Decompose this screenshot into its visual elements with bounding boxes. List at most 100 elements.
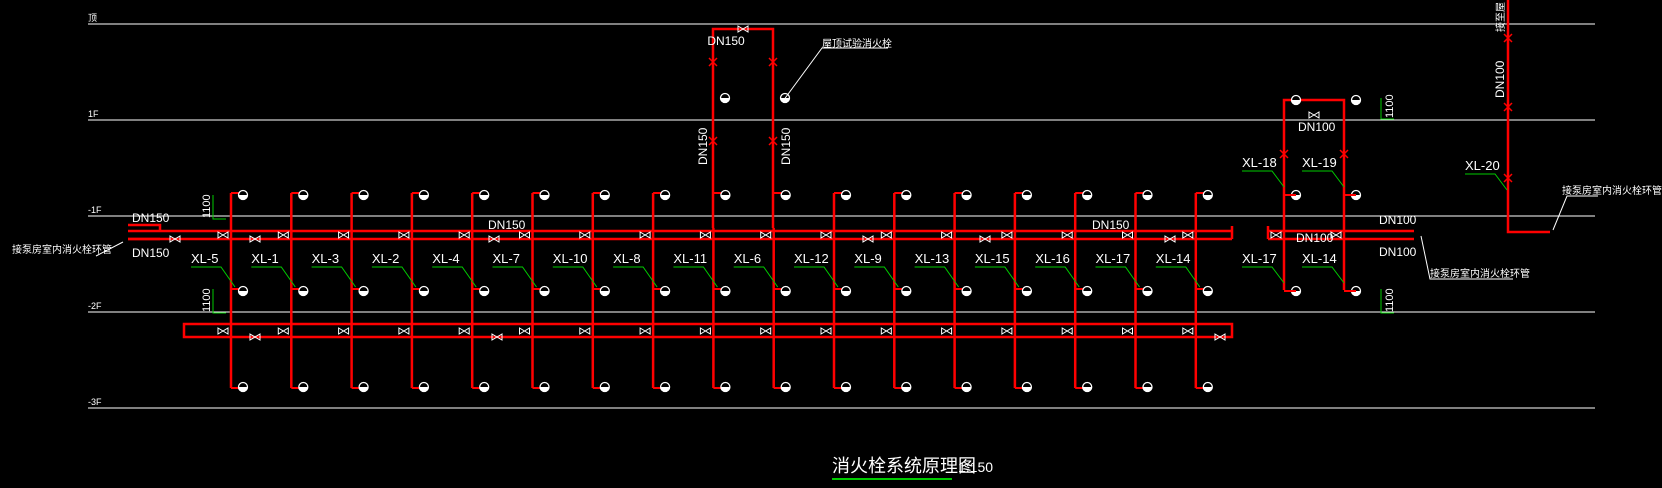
valve-lower-main-9 — [760, 327, 772, 335]
mid-main-right-size: DN150 — [1092, 218, 1130, 232]
hydrant-fill — [962, 291, 972, 296]
valve-upper-main-6 — [579, 231, 591, 239]
hydrant-fill — [1022, 195, 1032, 200]
left-main-bottom-size: DN150 — [132, 246, 170, 260]
valve-right-main-a — [1270, 231, 1282, 239]
hydrant-mid-11 — [901, 285, 912, 297]
hydrant-fill — [1351, 100, 1361, 105]
title-text: 消火栓系统原理图 — [832, 456, 976, 477]
check-valve-icon — [1503, 33, 1513, 43]
hydrant-fill — [1351, 291, 1361, 296]
riser-leader-2 — [311, 266, 357, 288]
riser-leader-1 — [251, 266, 296, 288]
valve-upper-main-8 — [699, 231, 711, 239]
riser-label-6: XL-10 — [553, 251, 588, 266]
valve-icon — [941, 327, 953, 335]
right-riser-leader-0 — [1242, 170, 1285, 188]
hydrant-fill — [359, 195, 369, 200]
hydrant-lower-7 — [659, 381, 671, 393]
valve-icon — [737, 25, 749, 33]
hydrant-upper-6 — [599, 189, 610, 201]
right-riser-label-1: XL-19 — [1302, 155, 1337, 170]
hydrant-lower-12 — [961, 381, 972, 393]
check-valve-right-1 — [1339, 149, 1349, 159]
hydrant-upper-16 — [1202, 189, 1213, 201]
right-connect-upper-leader — [1552, 195, 1598, 231]
hydrant-upper-14 — [1082, 189, 1093, 201]
hydrant-lower-16 — [1202, 381, 1213, 393]
hydrant-mid-13 — [1021, 285, 1033, 297]
check-valve-far-low — [1503, 173, 1513, 183]
hydrant-mid-15 — [1142, 285, 1153, 297]
valve-extra-lower-0 — [249, 333, 261, 341]
riser-label-16: XL-14 — [1156, 251, 1191, 266]
valve-icon — [458, 231, 470, 239]
check-valve-icon — [1279, 149, 1289, 159]
hydrant-fill — [1291, 291, 1301, 296]
valve-icon — [699, 231, 711, 239]
hydrant-fill — [781, 291, 791, 296]
check-valve-icon — [708, 57, 718, 67]
valve-upper-main-12 — [941, 231, 953, 239]
hydrant-mid-0 — [237, 285, 249, 297]
valve-icon — [820, 327, 832, 335]
valve-extra-upper-5 — [1164, 235, 1176, 243]
valve-icon — [862, 235, 874, 243]
valve-upper-main-7 — [639, 231, 651, 239]
check-valve-icon — [1503, 173, 1513, 183]
dim-left-upper-label: 1100 — [201, 194, 213, 218]
valve-right-loop — [1308, 111, 1320, 119]
valve-icon — [760, 327, 772, 335]
check-valve-loop-right — [768, 57, 778, 67]
valve-lower-main-3 — [398, 327, 410, 335]
dimension-labels: 1100 1100 1100 1100 — [201, 94, 1396, 312]
hydrant-mid-6 — [599, 285, 610, 297]
valves-group — [169, 25, 1513, 341]
hydrant-upper-7 — [659, 189, 671, 201]
valve-lower-main-2 — [338, 327, 350, 335]
right-riser-label-0: XL-18 — [1242, 155, 1277, 170]
hydrant-fill — [479, 291, 489, 296]
hydrant-fill — [298, 291, 308, 296]
valve-lower-main-11 — [880, 327, 892, 335]
title-scale: 1:150 — [958, 459, 993, 475]
valve-upper-main-9 — [760, 231, 772, 239]
valve-lower-main-7 — [639, 327, 651, 335]
hydrant-fill — [600, 291, 610, 296]
hydrant-fill — [1291, 100, 1301, 105]
valve-lower-main-5 — [519, 327, 530, 335]
valve-upper-main-15 — [1122, 231, 1133, 239]
hydrant-fill — [238, 291, 248, 296]
check-valve-far-top — [1503, 33, 1513, 43]
hydrant-fill — [1082, 387, 1092, 392]
riser-label-3: XL-2 — [372, 251, 399, 266]
roof-hydrant-leader — [782, 47, 888, 102]
valve-icon — [491, 333, 503, 341]
right-riser-label-4: XL-20 — [1465, 158, 1500, 173]
hydrant-lower-15 — [1142, 381, 1153, 393]
hydrant-fill — [781, 387, 791, 392]
floor-label-b3: -3F — [88, 397, 102, 407]
valve-extra-upper-2 — [488, 235, 500, 243]
riser-left-size: DN150 — [696, 127, 710, 165]
valve-lower-main-15 — [1122, 327, 1133, 335]
check-valve-icon — [708, 136, 718, 146]
hydrant-fill — [1351, 195, 1361, 200]
hydrant-fill — [901, 195, 911, 200]
lower-main — [182, 322, 1234, 339]
hydrant-mid-14 — [1082, 285, 1093, 297]
riser-leader-16 — [1155, 266, 1201, 288]
valve-icon — [760, 231, 772, 239]
hydrant-fill — [479, 387, 489, 392]
check-valve-icon — [768, 136, 778, 146]
right-out-top-size: DN100 — [1379, 213, 1417, 227]
valve-top-loop — [737, 25, 749, 33]
hydrant-fill — [901, 291, 911, 296]
riser-label-14: XL-16 — [1035, 251, 1070, 266]
hydrant-upper-15 — [1142, 189, 1153, 201]
valve-icon — [1330, 231, 1342, 239]
riser-leader-11 — [854, 266, 899, 288]
hydrant-lower-0 — [237, 381, 249, 393]
hydrant-mid-8 — [720, 285, 731, 297]
